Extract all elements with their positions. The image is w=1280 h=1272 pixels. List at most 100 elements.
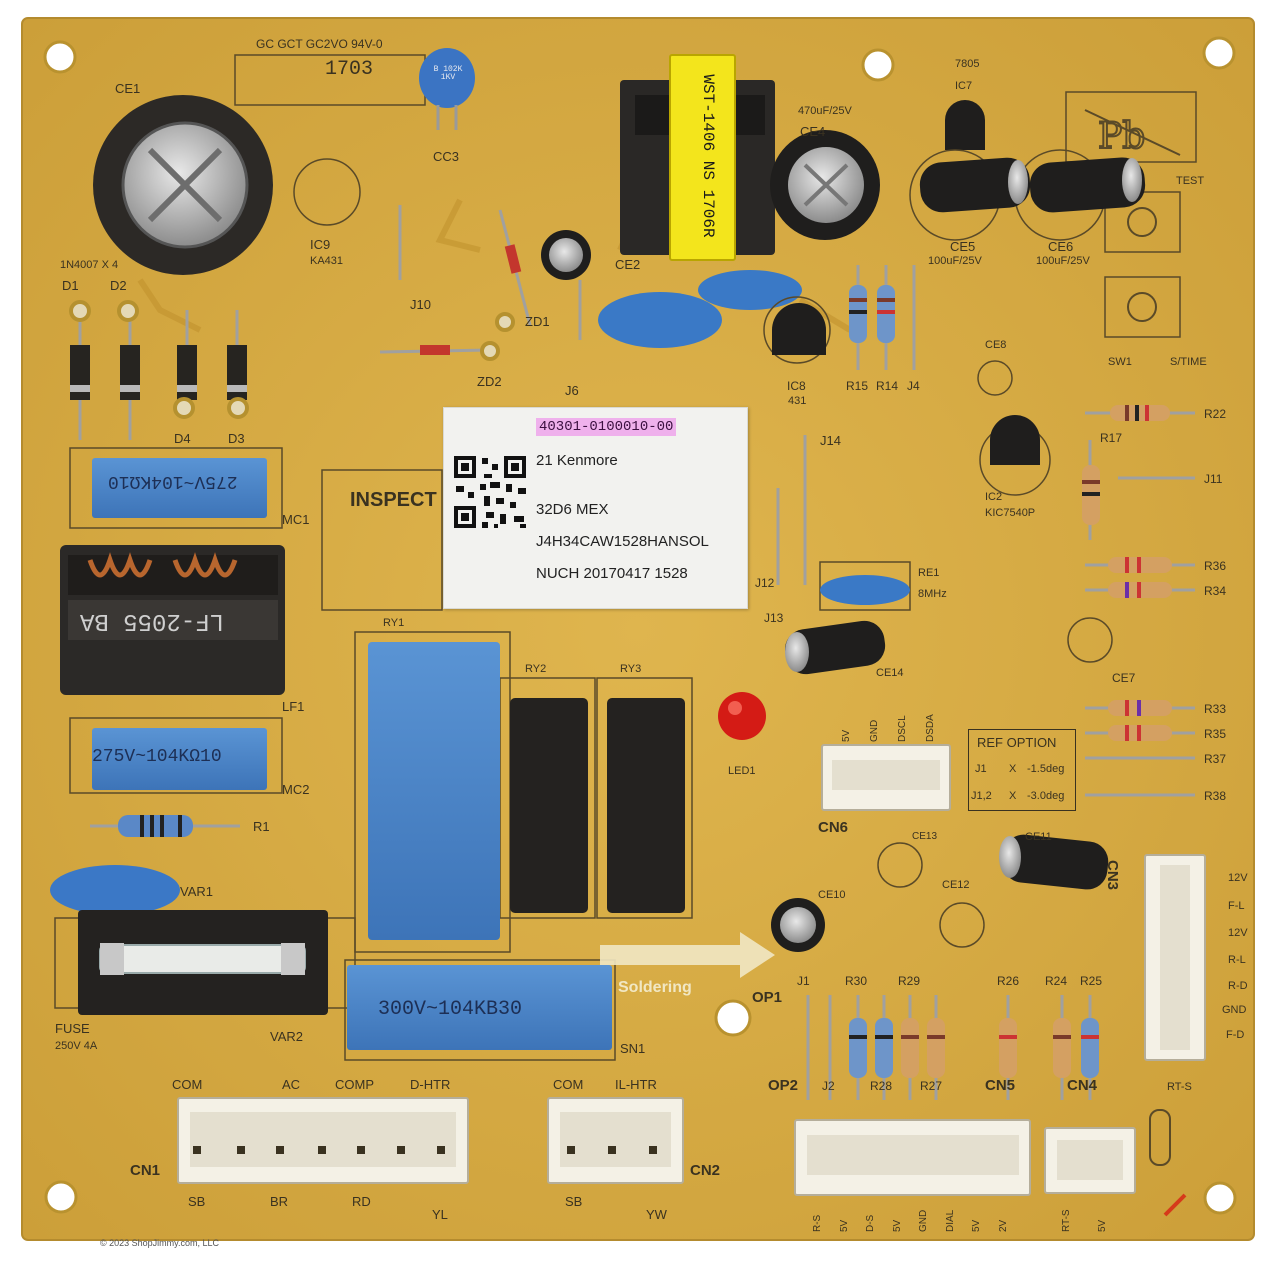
label-ce1: CE1 — [115, 81, 141, 96]
connector-cn5 — [794, 1119, 1031, 1196]
ul-mark: GC GCT GC2VO 94V-0 — [256, 37, 383, 51]
mount-hole-top-left — [43, 40, 77, 74]
label-j2: J2 — [822, 1079, 835, 1093]
cn3-pin-3: 12V — [1228, 927, 1248, 939]
capacitor-ce10 — [771, 898, 825, 952]
label-r35: R35 — [1204, 727, 1227, 741]
label-sw1: SW1 — [1108, 356, 1132, 368]
line-filter-lf1 — [60, 545, 285, 695]
label-ry2: RY2 — [525, 663, 547, 675]
mount-hole-top-right — [1202, 36, 1236, 70]
label-d3: D3 — [228, 431, 245, 446]
cn3-pin-4: R-L — [1228, 954, 1246, 966]
pb-free-logo: Pb — [1084, 109, 1181, 158]
cn1-top-pin-2: AC — [282, 1077, 301, 1092]
cn1-top-pin-1: COM — [172, 1077, 203, 1092]
label-r28: R28 — [870, 1079, 893, 1093]
label-j10: J10 — [410, 297, 431, 312]
relay-ry3 — [607, 698, 685, 913]
label-cn2: CN2 — [690, 1162, 721, 1179]
cn5-pin-6: DIAL — [945, 1209, 956, 1232]
label-re1: RE1 — [918, 567, 940, 579]
label-j1: J1 — [797, 974, 810, 988]
label-ce14: CE14 — [876, 667, 904, 679]
label-r30: R30 — [845, 974, 868, 988]
ref-option-title: REF OPTION — [977, 735, 1057, 750]
label-r26: R26 — [997, 974, 1020, 988]
label-d4: D4 — [174, 431, 191, 446]
cn6-pin-4: DSDA — [925, 714, 936, 742]
label-ce7: CE7 — [1112, 671, 1136, 685]
test-buttons — [1127, 207, 1157, 322]
label-ic8: IC8 — [787, 379, 806, 393]
product-label: 40301-0100010-00 21 Kenmore 32D6 MEX J4H… — [443, 407, 748, 609]
ref-row-1-jumper: J1 — [975, 763, 987, 775]
cn5-pin-7: 5V — [971, 1219, 982, 1232]
label-cn1: CN1 — [130, 1162, 161, 1179]
capacitor-sn1 — [347, 965, 612, 1050]
cn1-bottom-pin-1: SB — [188, 1194, 206, 1209]
label-j14: J14 — [820, 433, 841, 448]
lf1-choke-text: LF-2055 BA — [80, 607, 225, 634]
capacitor-blue-upper — [698, 270, 802, 310]
label-zd2: ZD2 — [477, 374, 502, 389]
cn1-bottom-pin-2: BR — [270, 1194, 289, 1209]
resistors-right-lower — [1085, 700, 1195, 797]
resistor-r1 — [90, 815, 240, 837]
ic7 — [945, 100, 985, 150]
transformer-text: WST-1406 NS 1706R — [699, 74, 717, 238]
varistor-var1 — [50, 865, 180, 915]
capacitors-ce5-ce6 — [909, 149, 1146, 241]
resistors-right-upper — [1082, 405, 1195, 598]
cn6-pin-3: DSCL — [897, 715, 908, 742]
resistors-bottom — [806, 995, 1099, 1100]
ref-row-1-value: -1.5deg — [1027, 763, 1065, 775]
label-ce5-val: 100uF/25V — [928, 255, 982, 267]
label-re1-val: 8MHz — [918, 588, 947, 600]
connector-cn6 — [821, 744, 951, 811]
cn5-pin-2: 5V — [839, 1219, 850, 1232]
label-var2: VAR2 — [270, 1029, 303, 1044]
cn5-pin-3: D-S — [865, 1214, 876, 1232]
cc3-cap-text: B 102K 1KV — [433, 65, 463, 82]
led1 — [718, 692, 766, 740]
resonator-re1 — [819, 561, 911, 611]
label-r25: R25 — [1080, 974, 1103, 988]
cn2-top-pin-1: COM — [553, 1077, 584, 1092]
mount-hole-bottom-left — [44, 1180, 78, 1214]
label-test: TEST — [1176, 175, 1205, 187]
label-r34: R34 — [1204, 584, 1227, 598]
label-ce2: CE2 — [615, 257, 641, 272]
cn1-bottom-pin-4: YL — [432, 1207, 448, 1222]
ref-row-2-mark: X — [1009, 790, 1017, 802]
thermistor-rt-s — [1149, 1109, 1171, 1166]
label-j4: J4 — [907, 379, 920, 393]
label-ce8: CE8 — [985, 339, 1007, 351]
label-ce4-val: 470uF/25V — [798, 105, 852, 117]
transformer — [620, 54, 775, 261]
mc1-cap-text: 275V~104KΩ10 — [108, 471, 238, 491]
ce12-outline — [939, 902, 985, 948]
cn5-pin-4: 5V — [892, 1219, 903, 1232]
capacitor-ce4 — [770, 130, 880, 240]
cn1-top-pin-4: D-HTR — [410, 1077, 451, 1092]
label-d1: D1 — [62, 278, 79, 293]
label-cc3: CC3 — [433, 149, 460, 164]
capacitor-mc2 — [92, 728, 267, 790]
cn3-pin-5: R-D — [1228, 980, 1248, 992]
mount-hole-bottom-middle — [714, 999, 752, 1037]
capacitor-ce1 — [93, 95, 273, 275]
label-cn4: CN4 — [1067, 1077, 1098, 1094]
label-s-time: S/TIME — [1170, 356, 1207, 368]
label-lf1: LF1 — [282, 699, 305, 714]
label-diodes-note: 1N4007 X 4 — [60, 259, 119, 271]
capacitor-cc3 — [419, 48, 475, 130]
label-ry3: RY3 — [620, 663, 642, 675]
ref-row-1-mark: X — [1009, 763, 1017, 775]
label-soldering: Soldering — [618, 979, 692, 996]
ce7-outline — [1067, 617, 1113, 663]
label-r17: R17 — [1100, 431, 1123, 445]
relay-ry1 — [368, 642, 500, 940]
label-r36: R36 — [1204, 559, 1227, 573]
label-d2: D2 — [110, 278, 127, 293]
